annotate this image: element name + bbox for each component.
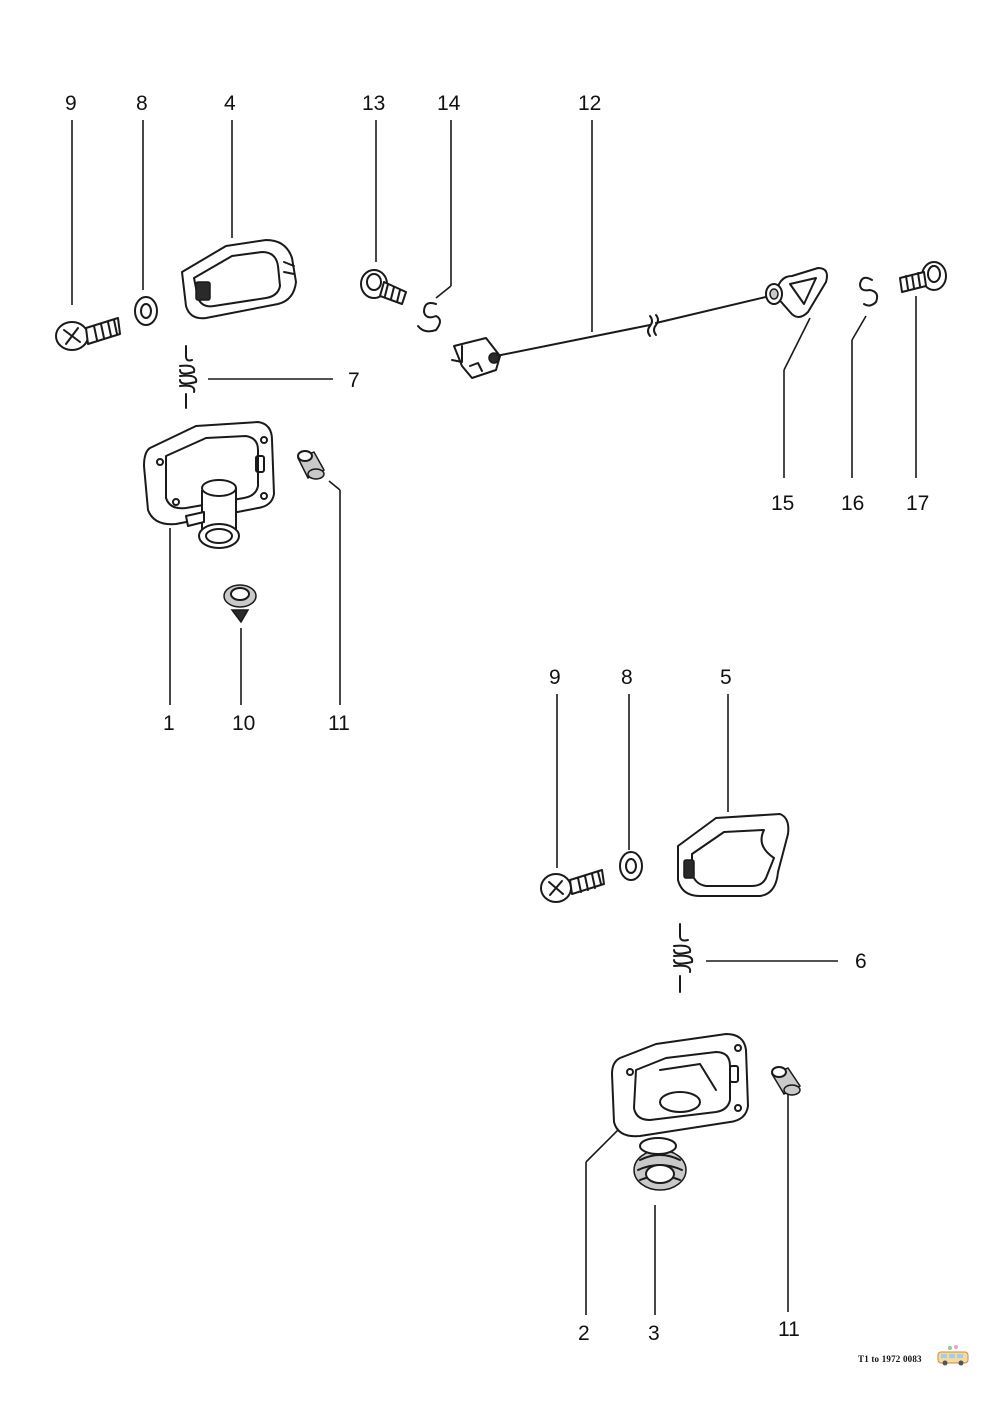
callout-tr-17: 17 [906, 492, 929, 515]
lamp-housing-icon [143, 421, 275, 549]
screw-icon [899, 261, 947, 293]
clip-icon [859, 276, 879, 307]
callout-tl-10: 10 [232, 712, 255, 735]
screw-icon [540, 869, 605, 903]
top-right-assembly: 13 14 12 15 16 17 [360, 92, 947, 515]
callout-b-9: 9 [549, 666, 561, 689]
grommet-icon [223, 584, 257, 624]
spring-icon [673, 923, 694, 993]
leader-tl-11a [328, 480, 341, 491]
plug-icon [770, 1066, 802, 1096]
vw-bus-logo-icon [937, 1345, 969, 1366]
screw-icon [360, 269, 407, 305]
clip-icon [417, 302, 441, 333]
callout-b-3: 3 [648, 1322, 660, 1345]
plug-icon [296, 450, 326, 480]
diagram-caption: T1 to 1972 0083 [858, 1354, 922, 1364]
callout-b-11: 11 [778, 1318, 800, 1341]
callout-b-5: 5 [720, 666, 732, 689]
callout-tr-14: 14 [437, 92, 461, 115]
washer-icon [619, 851, 643, 881]
callout-tr-15: 15 [771, 492, 794, 515]
callout-tl-4: 4 [224, 92, 236, 115]
callout-tl-11: 11 [328, 712, 350, 735]
callout-tl-8: 8 [136, 92, 148, 115]
leader-tr-16b [851, 315, 867, 341]
callout-b-2: 2 [578, 1322, 590, 1345]
lamp-cover-icon [181, 239, 297, 320]
callout-b-8: 8 [621, 666, 633, 689]
leader-tr-15b [783, 317, 811, 371]
spring-icon [179, 345, 198, 409]
top-left-assembly: 9 8 4 7 1 10 11 [55, 92, 360, 735]
leader-tr-14b [435, 285, 452, 299]
callout-tr-13: 13 [362, 92, 385, 115]
washer-icon [134, 296, 158, 326]
cable-icon [451, 267, 828, 379]
bottom-assembly: 9 8 5 6 2 3 11 [540, 666, 867, 1345]
callout-tl-1: 1 [163, 712, 175, 735]
callout-tl-9: 9 [65, 92, 77, 115]
lamp-housing-icon [611, 1033, 749, 1138]
grommet-icon [633, 1137, 687, 1191]
callout-tr-16: 16 [841, 492, 864, 515]
callout-tr-12: 12 [578, 92, 601, 115]
callout-b-6: 6 [855, 950, 867, 973]
screw-icon [55, 317, 121, 351]
lamp-cover-icon [677, 813, 790, 897]
callout-tl-7: 7 [348, 369, 360, 392]
